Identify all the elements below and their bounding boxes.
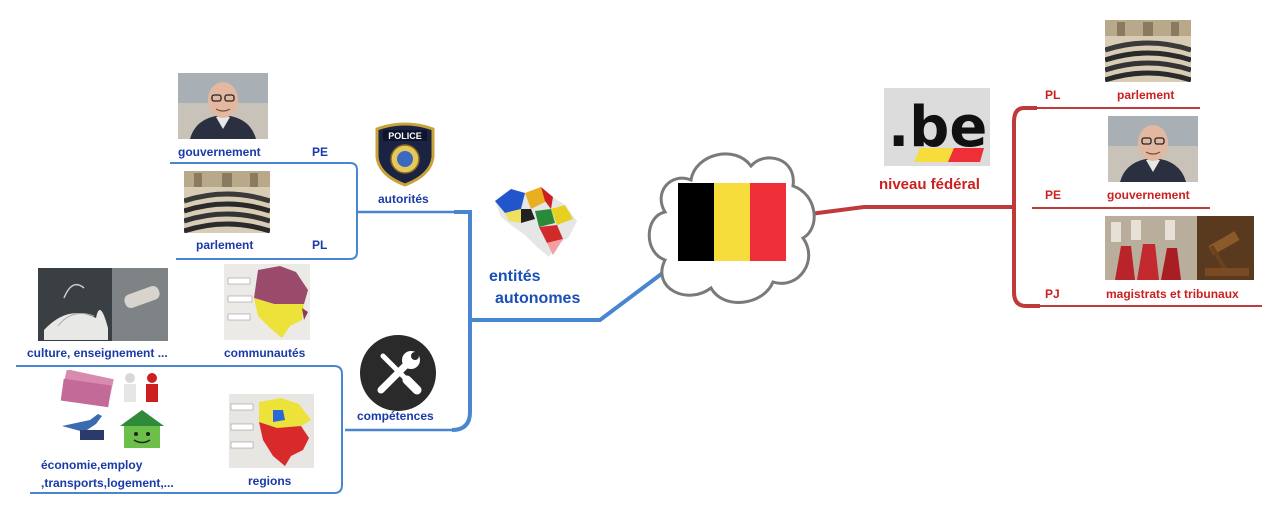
parliament-photo-label: parlement [196,238,254,252]
parliament-tag: PL [312,238,328,252]
economy-label-line1: économie,employ [41,458,143,472]
airplane-icon [62,414,104,440]
federal-parliament-label: parlement [1117,88,1175,102]
culture-label: culture, enseignement ... [27,346,168,360]
books-icon [38,268,168,341]
prime-minister-photo [178,73,268,139]
federal-prime-minister-photo [1108,116,1198,182]
house-icon [120,410,164,448]
federal-parliament-photo [1105,20,1191,82]
federal-executive-tag: PE [1045,188,1062,202]
legislative-tag: PL [1045,88,1061,102]
economy-icons [60,370,164,448]
police-badge-icon: POLICE [371,121,439,187]
economy-label-line2: ,transports,logement,... [41,476,174,490]
branch-main-right [809,205,1014,216]
branch-trunk-right [1012,106,1040,308]
autonomous-label-line1: entités [489,268,541,285]
communities-label: communautés [224,346,306,360]
executive-photo-label: gouvernement [178,145,261,159]
branch-main-left [470,270,666,322]
judiciary-photo [1105,216,1254,280]
parliament-chamber-photo [184,171,270,233]
regions-map-icon [229,394,314,468]
cloud-with-belgian-flag-icon [647,152,816,304]
executive-tag: PE [312,145,329,159]
communities-map-icon [224,264,310,340]
branch-trunk-left [451,210,472,432]
federal-government-label: gouvernement [1107,188,1190,202]
autonomous-label-line2: autonomes [495,290,581,307]
wrench-screwdriver-icon [360,335,436,411]
svg-text:POLICE: POLICE [388,131,422,141]
federal-label: niveau fédéral [879,176,980,193]
judicial-tag: PJ [1045,287,1060,301]
be-domain-logo: .be [884,88,990,166]
belgium-map-icon [491,183,581,259]
competences-label: compétences [357,409,434,423]
authorities-label: autorités [378,192,429,206]
handshake-people-icon [124,373,158,402]
banknotes-icon [60,370,114,408]
judiciary-label: magistrats et tribunaux [1106,287,1239,301]
regions-label: regions [248,474,292,488]
